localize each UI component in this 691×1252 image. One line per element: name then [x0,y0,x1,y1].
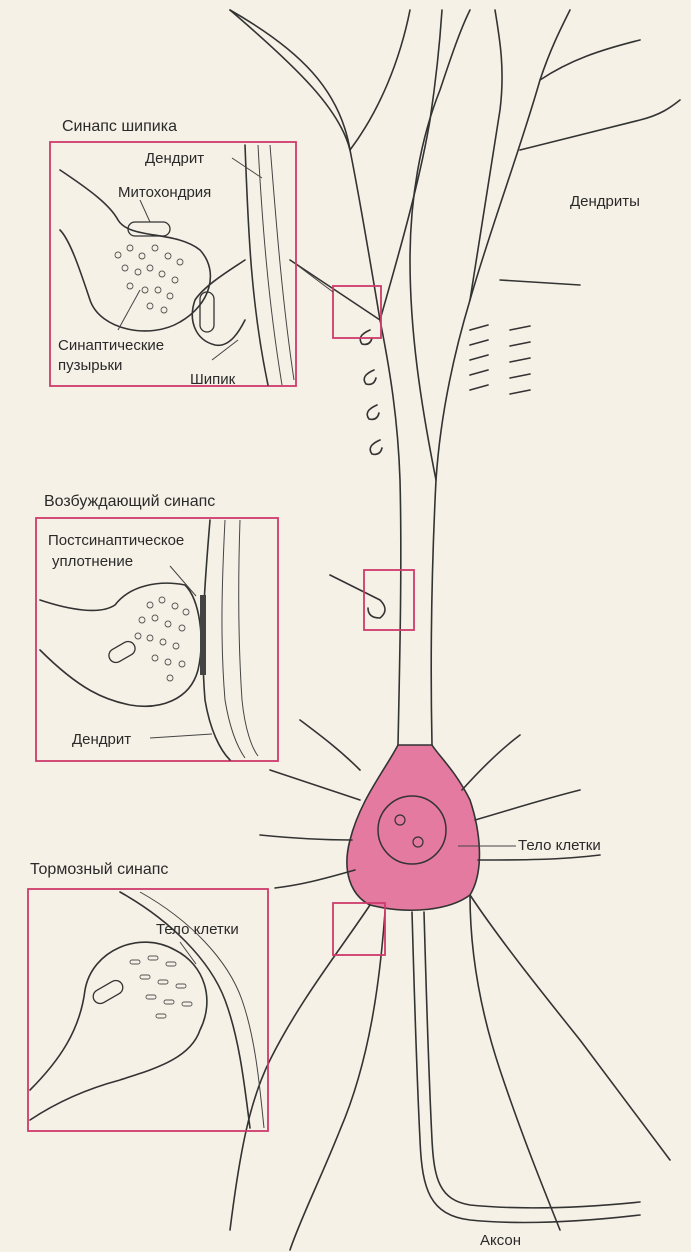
inset-spine-title: Синапс шипика [62,118,177,135]
cell-body [347,745,480,910]
excitatory-synapse-marker [364,570,414,630]
excitatory-vesicles [135,597,189,681]
cell-body-label: Тело клетки [518,837,601,854]
dendrites-label: Дендриты [570,193,640,210]
mitochondrion-icon [91,978,126,1006]
mitochondrion-label: Митохондрия [118,184,211,201]
inset-inhibitory-synapse: Тормозный синапс Тело клетки [28,861,268,1131]
axon [412,912,640,1222]
apical-dendrite [230,10,401,745]
density-label-2: уплотнение [52,553,133,570]
axon-label: Аксон [480,1232,521,1249]
vesicles-label-1: Синаптические [58,337,164,354]
inset-spine-dendrite-label: Дендрит [145,150,204,167]
mitochondrion-icon [106,639,137,665]
spine-label: Шипик [190,371,236,388]
inset-inhibitory-title: Тормозный синапс [30,861,168,878]
inset-spine-synapse: Синапс шипика Дендрит Митохондрия Синапт… [50,118,296,388]
inset-excitatory-title: Возбуждающий синапс [44,493,215,510]
synaptic-vesicles [115,245,183,313]
inset-inhibitory-cell-body-label: Тело клетки [156,921,239,938]
dendritic-spines [360,325,530,454]
inset-excitatory-dendrite-label: Дендрит [72,731,131,748]
flattened-vesicles [130,956,192,1018]
vesicles-label-2: пузырьки [58,357,122,374]
inset-excitatory-synapse: Возбуждающий синапс Постсинаптическое уп… [36,493,278,761]
density-label-1: Постсинаптическое [48,532,184,549]
postsynaptic-density [200,595,206,675]
